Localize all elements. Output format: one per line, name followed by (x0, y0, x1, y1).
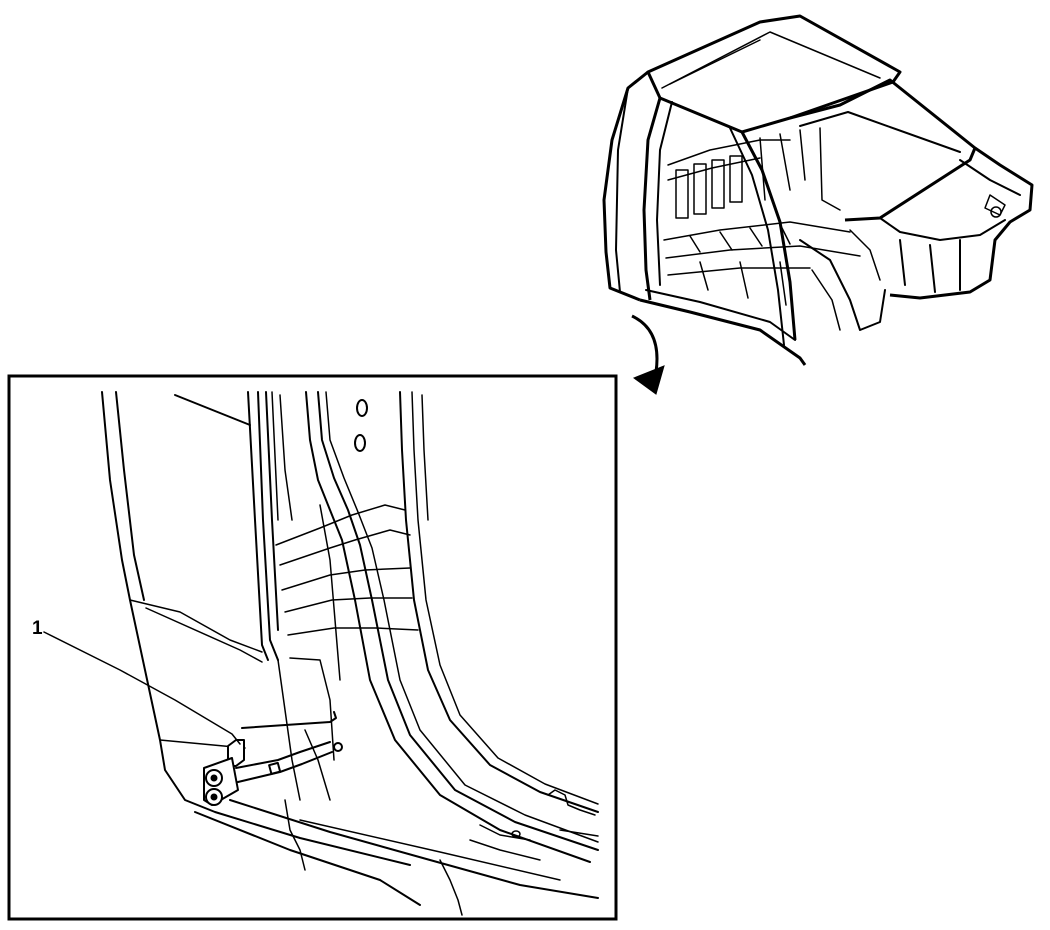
sensor-module (203, 711, 343, 806)
detail-view-illustration: 1 (32, 391, 599, 916)
callout-1-label: 1 (32, 618, 43, 639)
cab-overview-illustration (602, 14, 1034, 395)
detail-view-frame (7, 374, 618, 921)
callout-1-leader (43, 631, 241, 745)
